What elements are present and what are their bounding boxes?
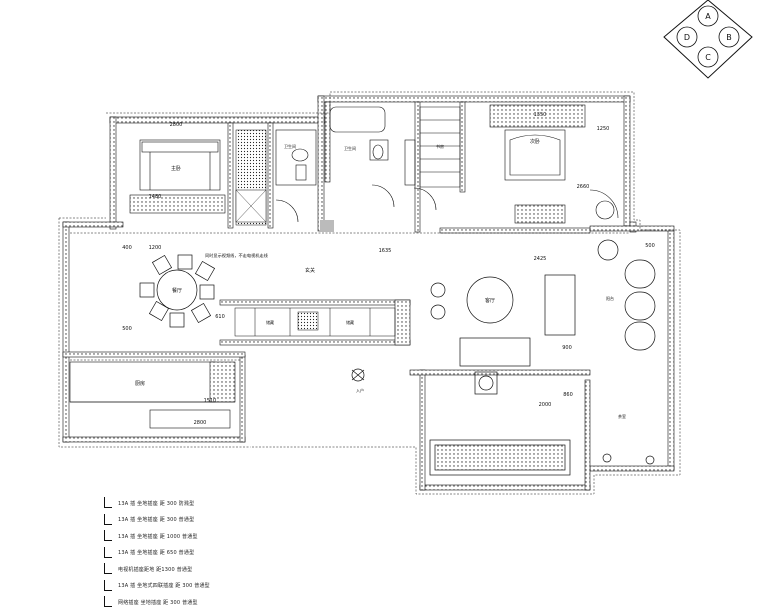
room-label-bath-center: 卫生间 xyxy=(344,145,356,151)
room-label-kitchen: 厨房 xyxy=(135,380,145,387)
dim-label: 2425 xyxy=(534,256,547,262)
dim-label: 1510 xyxy=(204,398,217,404)
bath-nw: 卫生间 xyxy=(275,129,317,223)
kitchen: 厨房 xyxy=(69,361,236,429)
bath-center: 卫生间 xyxy=(329,106,437,211)
room-label-living: 客厅 xyxy=(485,297,495,304)
bedroom-nw: 主卧 xyxy=(129,139,226,214)
room-label-foyer: 玄关 xyxy=(305,267,315,274)
legend-row: 13A 插 坐地插座 距 650 普通型 xyxy=(100,545,400,562)
walls xyxy=(62,95,675,491)
socket-symbol-icon xyxy=(100,497,114,509)
room-label-study: 书房 xyxy=(436,143,444,149)
legend-text: 13A 插 坐地插座 距 650 普通型 xyxy=(118,550,195,557)
dim-label: 400 xyxy=(122,245,132,251)
dim-label: 610 xyxy=(215,314,225,320)
legend: 13A 插 坐地插座 距 300 防溅型 13A 插 坐地插座 距 300 普通… xyxy=(100,495,400,611)
legend-row: 13A 插 坐地式四联插座 距 300 普通型 xyxy=(100,578,400,595)
dim-label: 1635 xyxy=(379,248,392,254)
legend-text: 13A 插 坐地插座 距 300 防溅型 xyxy=(118,500,195,507)
compass: A B C D xyxy=(663,0,753,79)
dim-label: 2800 xyxy=(170,122,183,128)
room-label-storage1: 储藏 xyxy=(266,319,274,325)
dining-area: 餐厅 xyxy=(139,254,216,328)
balcony-tearoom: 阳台 茶室 xyxy=(597,239,656,465)
door-marker xyxy=(320,220,334,232)
compass-label-b: B xyxy=(726,33,732,42)
legend-row: 电视机插座距地 距1300 普通型 xyxy=(100,561,400,578)
room-label-storage2: 储藏 xyxy=(346,319,354,325)
dim-label: 1480 xyxy=(149,194,162,200)
room-label-balcony: 阳台 xyxy=(606,295,614,301)
legend-row: 13A 插 坐地插座 距 300 普通型 xyxy=(100,512,400,529)
corridor-note: 同时显示视频线，不走电视机走线 xyxy=(205,252,269,259)
bedroom-ne: 次卧 xyxy=(489,104,619,224)
dimensions: 2800 1250 2660 1200 1635 2425 1480 1510 … xyxy=(122,112,655,426)
storage-band: 储藏 储藏 xyxy=(234,307,396,337)
socket-symbol-icon xyxy=(100,546,114,559)
dim-label: 1350 xyxy=(534,112,547,118)
dim-label: 860 xyxy=(563,392,573,398)
dim-label: 2000 xyxy=(539,402,552,408)
legend-row: 13A 插 坐地插座 距 300 防溅型 xyxy=(100,495,400,512)
compass-label-d: D xyxy=(684,33,690,42)
dim-label: 1250 xyxy=(597,126,610,132)
socket-symbol-icon xyxy=(100,513,114,526)
room-label-bedroom-ne: 次卧 xyxy=(530,138,540,145)
dim-label: 900 xyxy=(562,345,572,351)
network-socket-icon xyxy=(100,596,114,608)
room-label-tearoom: 茶室 xyxy=(618,413,626,419)
dim-label: 2800 xyxy=(194,420,207,426)
stair-shelves: 书房 xyxy=(419,106,461,188)
dim-label: 2660 xyxy=(577,184,590,190)
compass-label-c: C xyxy=(705,53,711,62)
room-label-dining: 餐厅 xyxy=(172,287,182,294)
legend-row: 13A 插 坐地插座 距 1000 普通型 xyxy=(100,528,400,545)
room-label-bath-nw: 卫生间 xyxy=(284,143,296,149)
dim-label: 500 xyxy=(645,243,655,249)
tv-socket-icon xyxy=(100,563,114,575)
outline-lines xyxy=(58,91,681,495)
dim-label: 1200 xyxy=(149,245,162,251)
legend-text: 13A 插 坐地插座 距 300 普通型 xyxy=(118,517,195,524)
dim-label: 500 xyxy=(122,326,132,332)
legend-text: 13A 插 坐地式四联插座 距 300 普通型 xyxy=(118,583,210,590)
legend-row: 网络插座 坐地插座 距 300 普通型 xyxy=(100,594,400,611)
room-label-entry: 入户 xyxy=(356,387,364,393)
compass-label-a: A xyxy=(705,12,711,21)
entry-marker: 入户 xyxy=(351,368,365,393)
socket-symbol-icon xyxy=(100,579,114,592)
legend-text: 13A 插 坐地插座 距 1000 普通型 xyxy=(118,533,198,540)
living-room: 客厅 xyxy=(429,274,576,476)
room-label-bedroom-nw: 主卧 xyxy=(171,165,181,172)
legend-text: 电视机插座距地 距1300 普通型 xyxy=(118,566,193,573)
socket-symbol-icon xyxy=(100,530,114,542)
